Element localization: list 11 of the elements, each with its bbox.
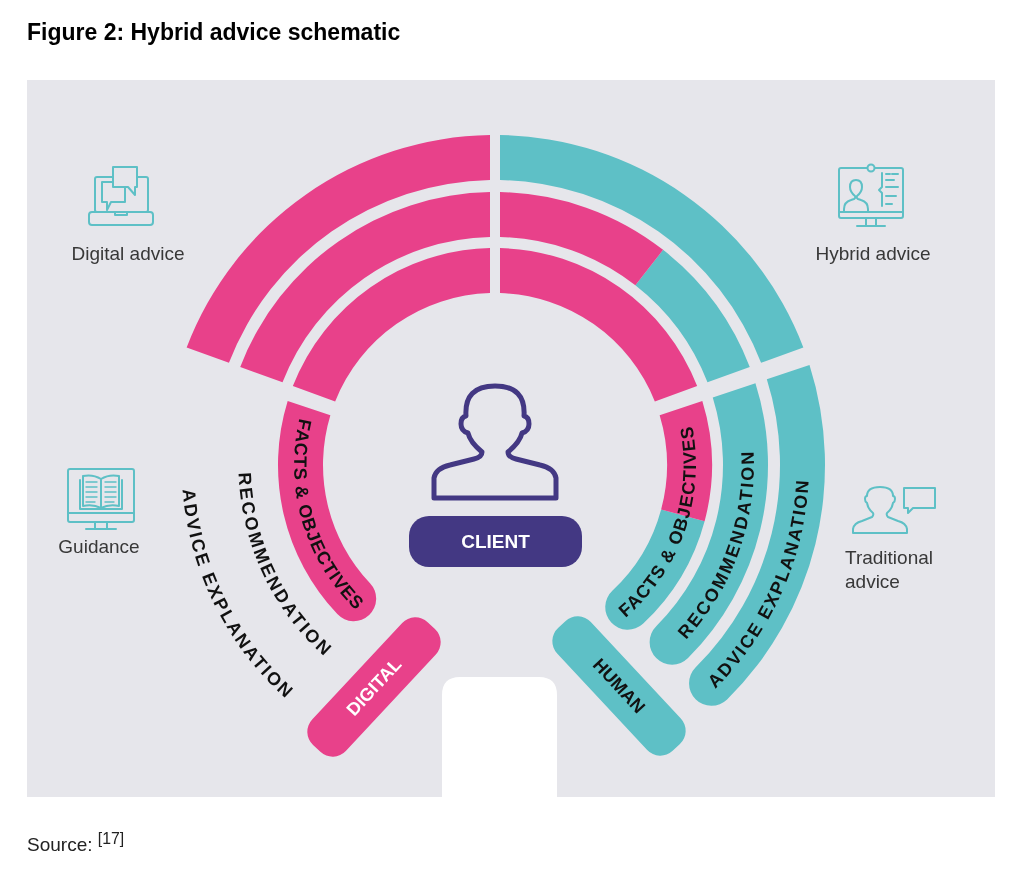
client-pill: CLIENT — [409, 516, 582, 567]
icon-caption: Hybrid advice — [814, 242, 932, 266]
source-note: Source: $^{[17]}$ — [27, 829, 125, 858]
arc-band — [292, 248, 490, 402]
icon-caption: Guidance — [57, 535, 141, 559]
arc-band — [500, 192, 750, 383]
arc-band — [500, 248, 698, 402]
icon-caption: Traditional advice — [845, 546, 934, 594]
icon-caption: Digital advice — [70, 242, 186, 266]
figure-title: Figure 2: Hybrid advice schematic — [27, 18, 401, 47]
arc-band — [240, 192, 490, 383]
